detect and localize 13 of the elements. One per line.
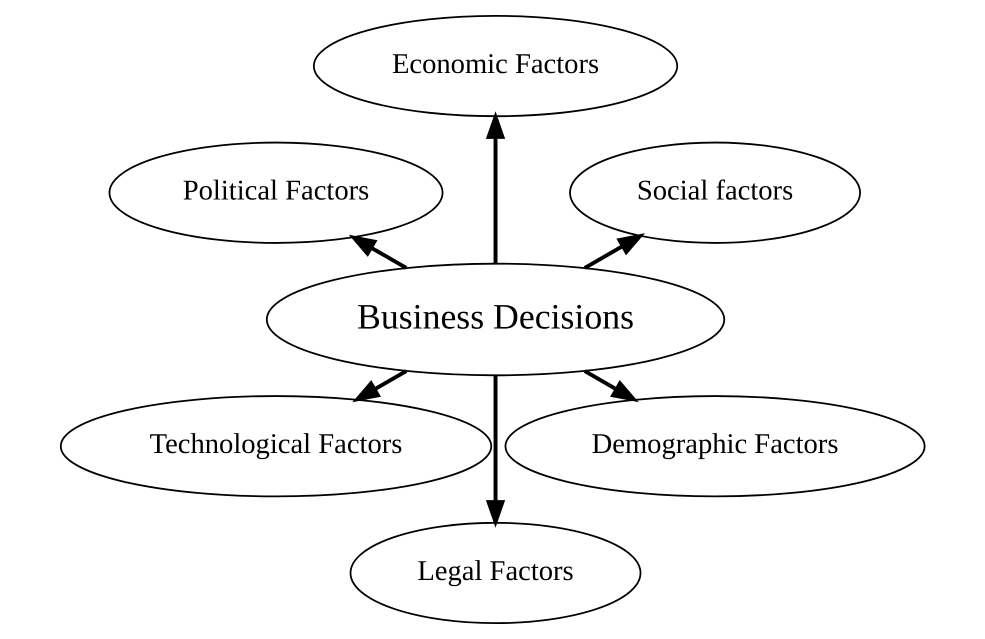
- arrow: [352, 369, 407, 402]
- arrow: [485, 111, 505, 264]
- arrow: [348, 234, 407, 270]
- arrow: [583, 369, 638, 402]
- arrow: [485, 375, 505, 528]
- node-ellipse: Economic Factors: [312, 14, 678, 118]
- node-ellipse: Demographic Factors: [504, 395, 926, 498]
- arrow: [583, 233, 645, 270]
- node-ellipse: Business Decisions: [265, 262, 725, 376]
- node-ellipse: Political Factors: [108, 142, 443, 244]
- node-ellipse: Technological Factors: [59, 395, 492, 498]
- node-ellipse: Legal Factors: [349, 522, 641, 624]
- node-ellipse: Social factors: [568, 142, 860, 244]
